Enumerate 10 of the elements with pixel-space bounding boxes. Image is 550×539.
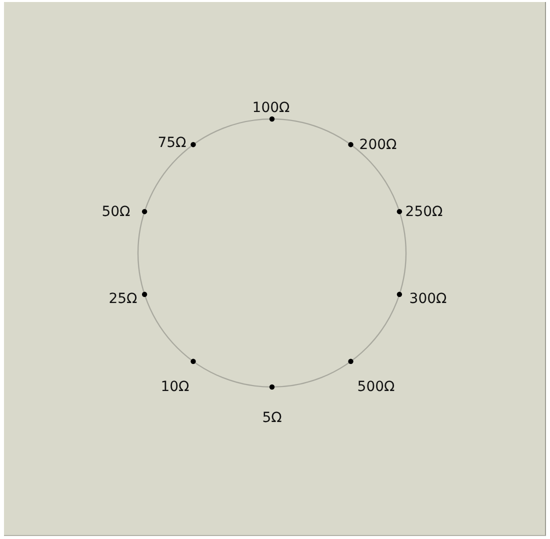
value-label: 250Ω: [405, 204, 443, 220]
value-label: 5Ω: [262, 410, 282, 426]
value-label: 75Ω: [158, 135, 186, 151]
value-label: 200Ω: [359, 137, 397, 153]
value-label: 500Ω: [357, 379, 395, 395]
value-label: 50Ω: [102, 204, 130, 220]
value-label: 25Ω: [108, 291, 138, 307]
value-label: 100Ω: [252, 100, 290, 116]
value-label: 10Ω: [160, 379, 190, 395]
value-label: 300Ω: [409, 291, 447, 307]
